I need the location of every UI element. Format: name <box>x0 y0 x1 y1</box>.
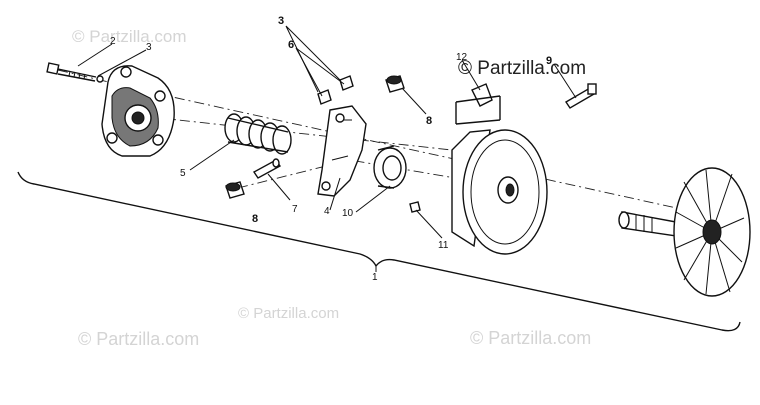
bushing-part-10 <box>373 145 407 189</box>
roller-part-8-left <box>225 181 245 199</box>
spider-arm-part-4 <box>317 105 367 197</box>
watermark-center: © Partzilla.com <box>238 305 339 322</box>
leader-2 <box>77 43 113 67</box>
leader-8-right <box>401 87 427 115</box>
assembly-bracket <box>17 171 741 332</box>
moveable-sheave <box>451 129 548 255</box>
callout-1: 1 <box>372 272 378 283</box>
leader-3-left <box>97 49 147 77</box>
bolt-part-2 <box>46 62 104 83</box>
pin-part-7 <box>252 158 282 179</box>
callout-11: 11 <box>438 240 449 251</box>
axis-branch-spring <box>159 117 471 153</box>
roller-part-8-right <box>385 75 405 93</box>
callout-8-left: 8 <box>252 213 258 225</box>
bolt-part-11 <box>409 201 421 213</box>
clip-part-12 <box>455 83 501 125</box>
callout-6: 6 <box>288 39 294 51</box>
watermark-main: © Partzilla.com <box>458 58 586 79</box>
leader-5 <box>189 139 235 171</box>
callout-3-top: 3 <box>278 15 284 27</box>
callout-3-left: 3 <box>146 42 152 53</box>
callout-5: 5 <box>180 168 186 179</box>
leader-6 <box>295 47 345 97</box>
leader-10 <box>355 185 391 213</box>
leader-12 <box>461 59 481 91</box>
callout-10: 10 <box>342 208 354 219</box>
watermark-bottom-left: © Partzilla.com <box>78 329 199 349</box>
leader-3-top <box>285 25 341 93</box>
callout-8-right: 8 <box>426 115 432 127</box>
callout-2: 2 <box>110 36 116 47</box>
fixed-sheave-with-shaft <box>618 167 751 297</box>
callout-9: 9 <box>546 55 552 67</box>
callout-4: 4 <box>324 206 330 217</box>
watermark-bottom-right: © Partzilla.com <box>470 328 591 348</box>
leader-9 <box>553 63 577 99</box>
bolt-part-9 <box>565 83 597 109</box>
cover-plate-part-3 <box>101 65 175 157</box>
callout-12: 12 <box>456 52 468 63</box>
fasteners-part-6 <box>317 75 354 105</box>
leader-11 <box>415 209 443 239</box>
callout-7: 7 <box>292 204 298 215</box>
spring-part-5 <box>224 113 292 155</box>
leader-7 <box>267 173 291 201</box>
watermark-top-left: © Partzilla.com <box>72 27 187 46</box>
leader-4 <box>329 177 341 211</box>
center-axis <box>57 69 741 223</box>
